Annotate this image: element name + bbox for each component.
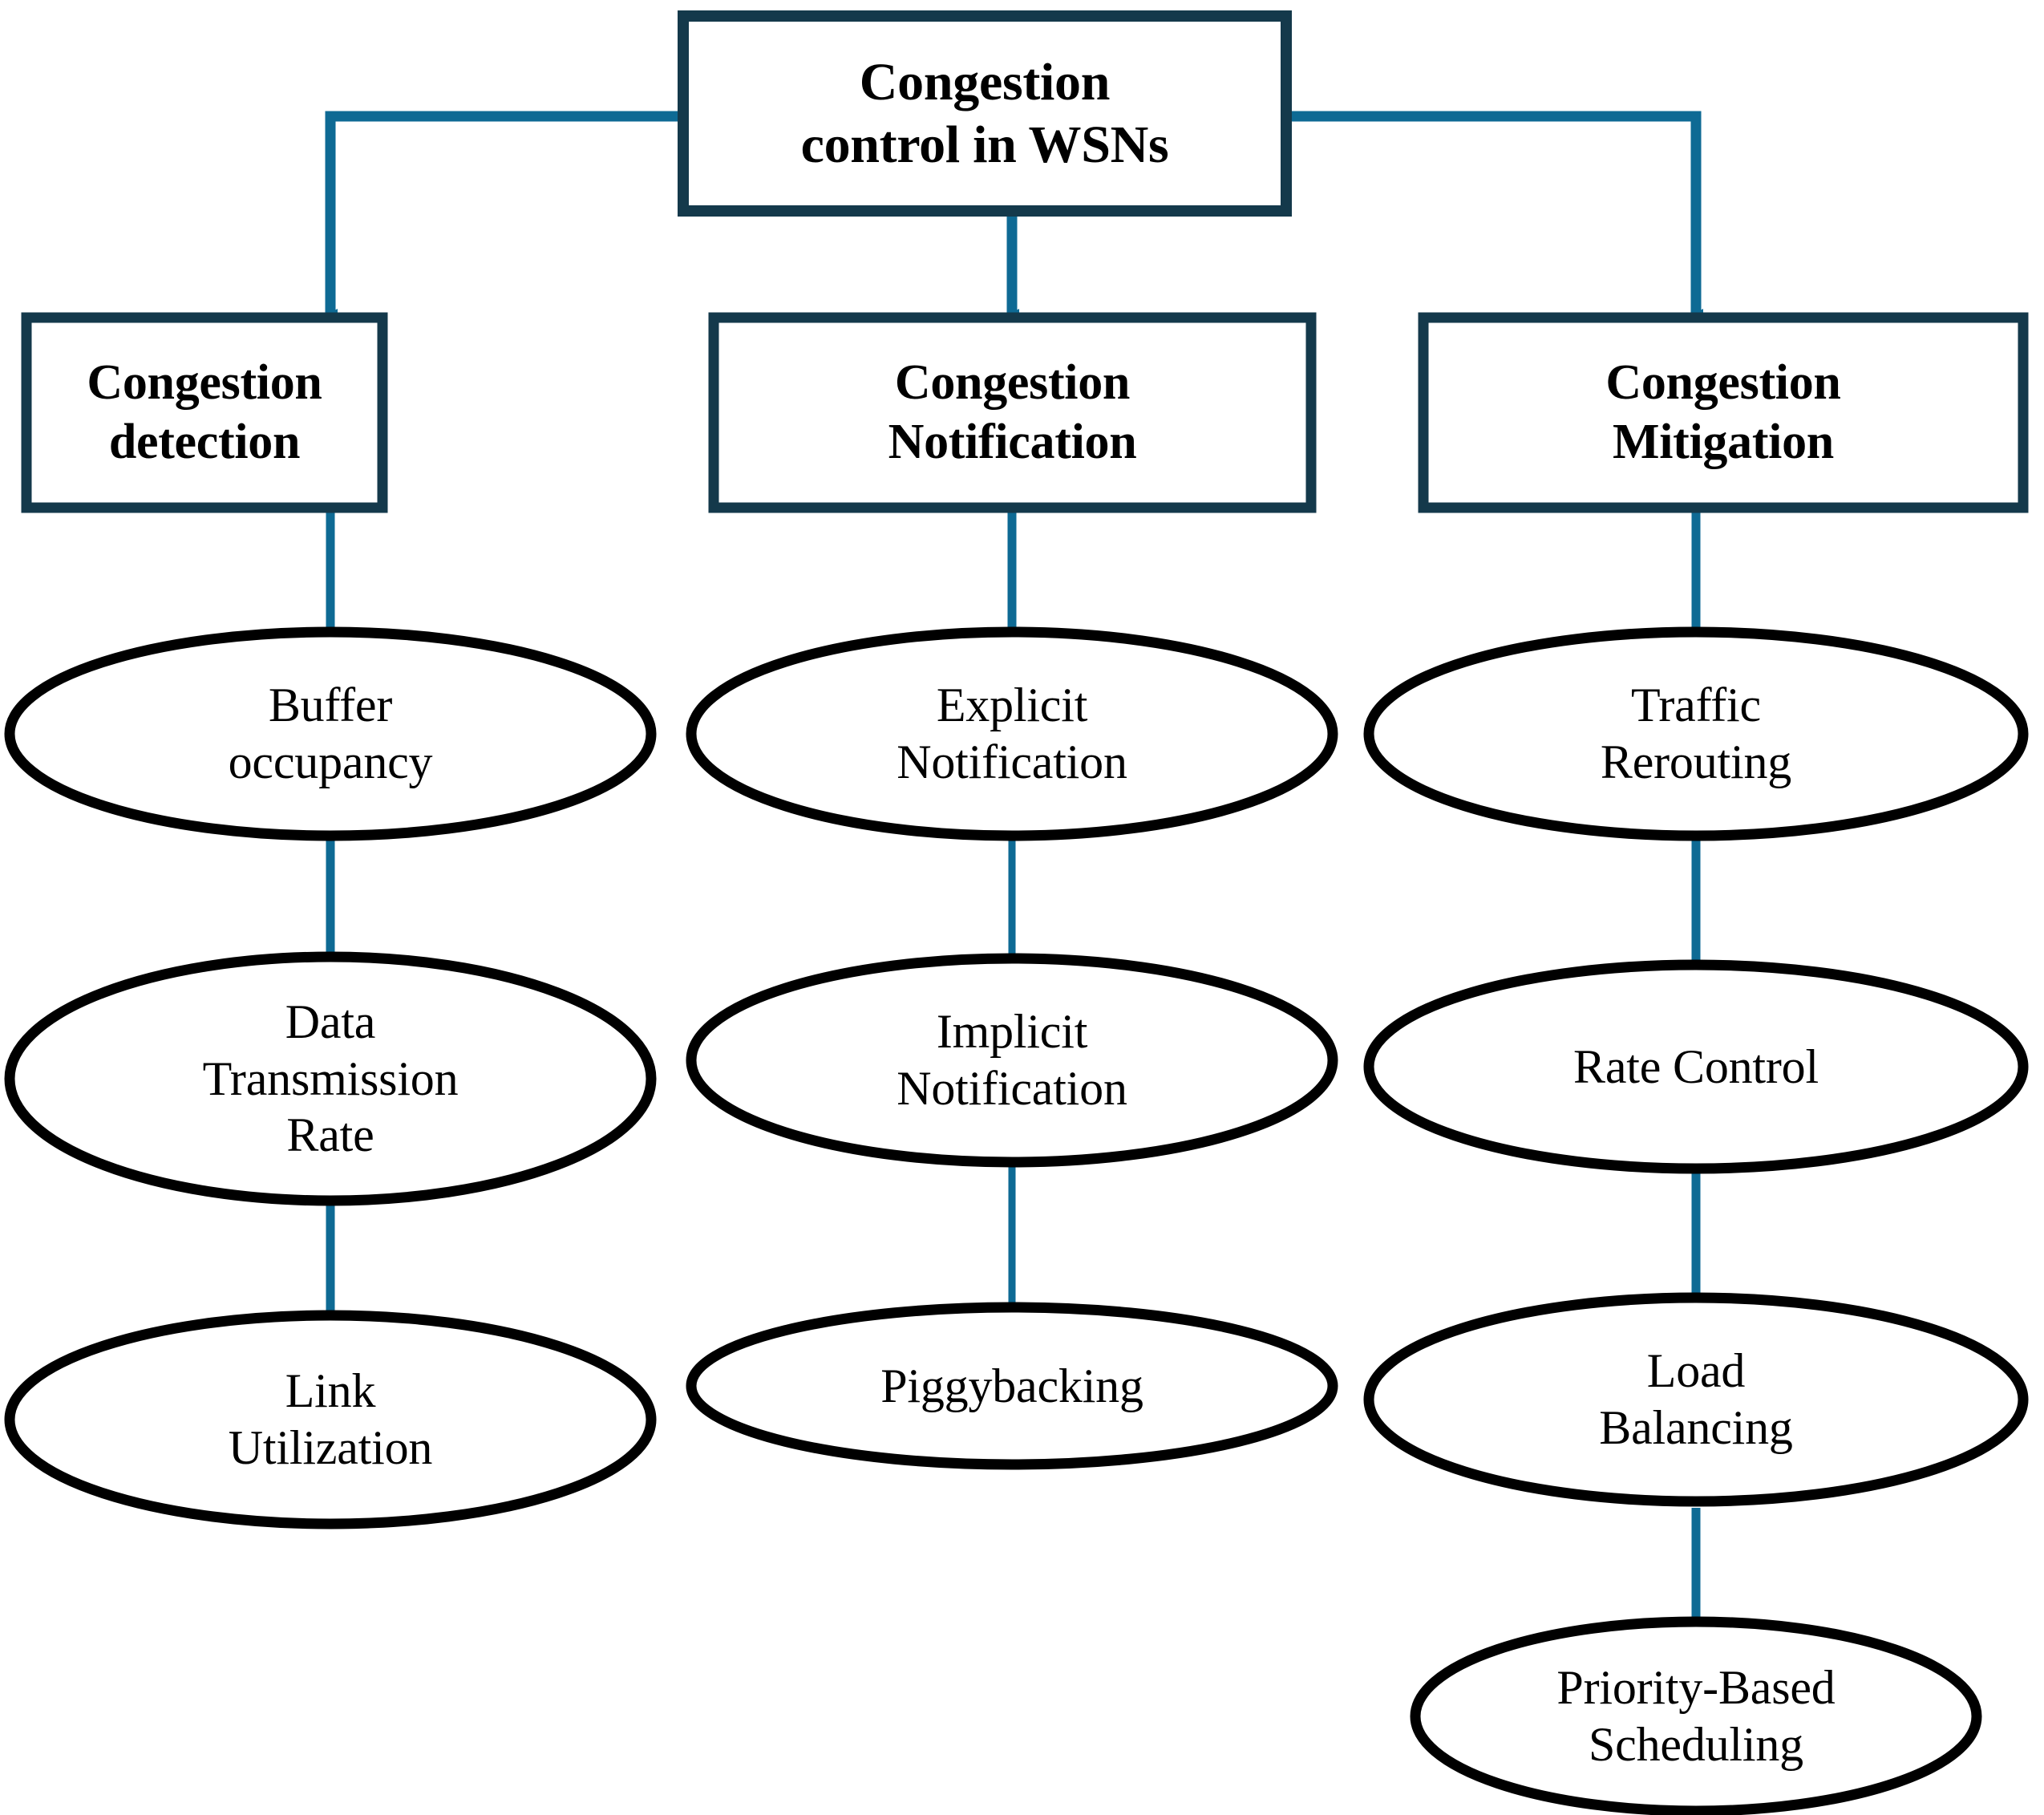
category-box-congestion-detection[interactable] — [21, 312, 388, 513]
leaf-ellipse-implicit-notification[interactable] — [686, 953, 1338, 1168]
root-node-box[interactable] — [678, 10, 1292, 217]
leaf-ellipse-explicit-notification[interactable] — [686, 626, 1338, 841]
connector-root-to-detection — [325, 111, 678, 317]
connector-group — [325, 111, 1703, 1636]
leaf-ellipse-buffer-occupancy[interactable] — [4, 626, 657, 841]
leaf-ellipse-link-utilization[interactable] — [4, 1310, 657, 1529]
category-box-congestion-mitigation[interactable] — [1418, 312, 2029, 513]
leaf-ellipse-load-balancing[interactable] — [1363, 1292, 2029, 1507]
leaf-ellipse-piggybacking[interactable] — [686, 1302, 1338, 1470]
connector-root-to-mitigation — [1291, 111, 1703, 317]
leaf-ellipse-priority-based-scheduling[interactable] — [1410, 1616, 1982, 1815]
leaf-ellipse-rate-control[interactable] — [1363, 959, 2029, 1174]
leaf-ellipse-data-transmission-rate[interactable] — [4, 951, 657, 1206]
leaf-ellipse-traffic-rerouting[interactable] — [1363, 626, 2029, 841]
category-box-congestion-notification[interactable] — [708, 312, 1317, 513]
